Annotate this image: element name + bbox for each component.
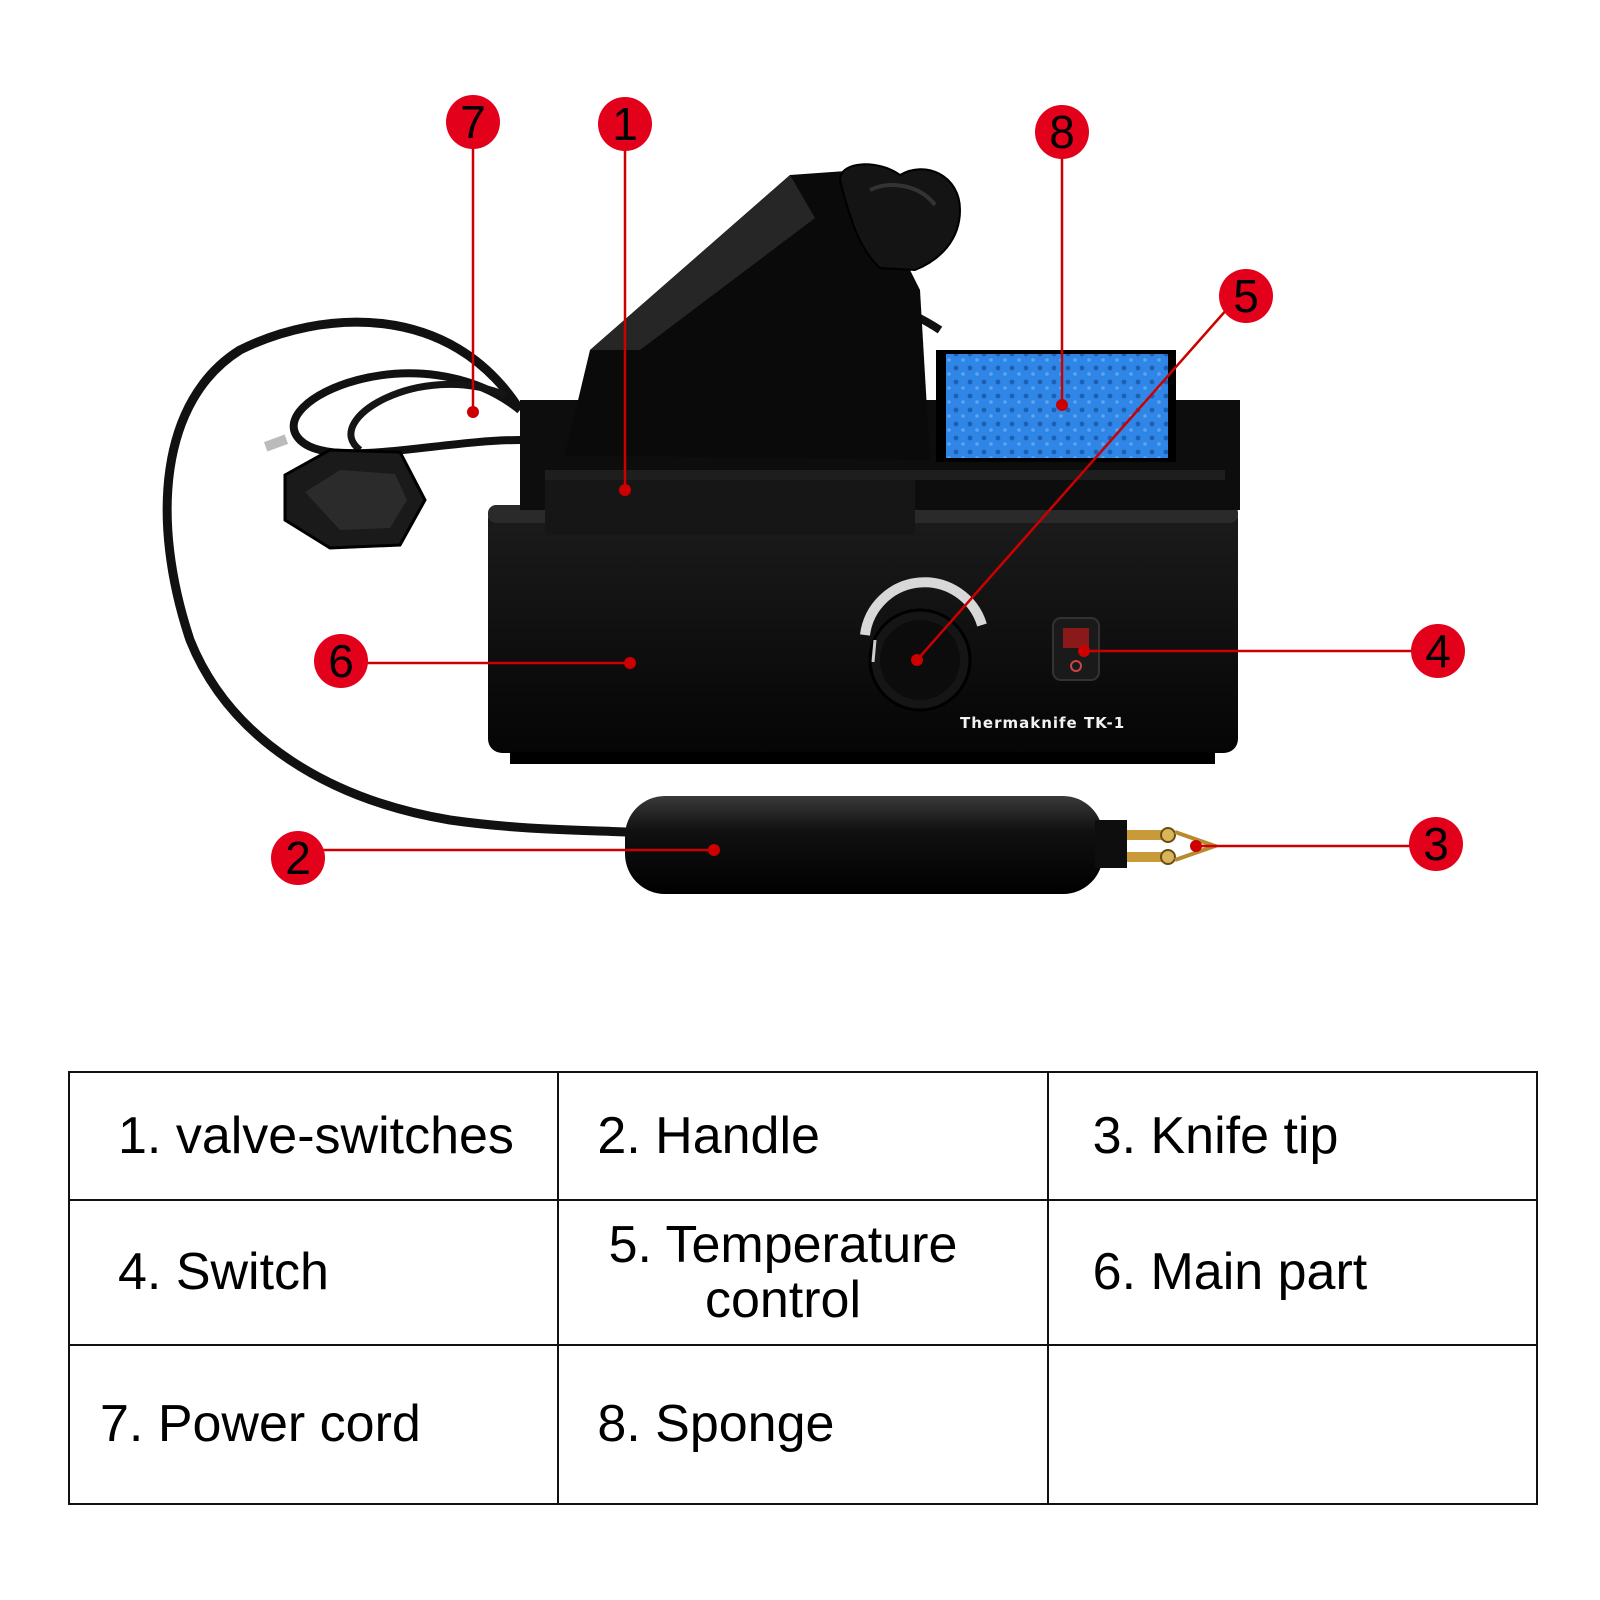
legend-cell: 5. Temperature control: [557, 1199, 1049, 1346]
leader-dots: [467, 399, 1202, 856]
legend-cell: [1046, 1344, 1539, 1505]
leader-dot-2: [708, 844, 720, 856]
knife-handle: [625, 796, 1127, 894]
marker-1-number: 1: [612, 98, 638, 150]
marker-2: 2: [271, 831, 325, 885]
product-diagram: Thermaknife TK-1 1 2: [162, 95, 1465, 894]
legend-cell: 7. Power cord: [67, 1344, 560, 1505]
marker-4: 4: [1411, 624, 1465, 678]
marker-5-number: 5: [1233, 270, 1259, 322]
leader-dot-6: [624, 657, 636, 669]
valve-switches-holder: [565, 163, 962, 460]
legend-cell: 2. Handle: [557, 1071, 1049, 1201]
legend-cell: 6. Main part: [1046, 1199, 1539, 1346]
marker-2-number: 2: [285, 832, 311, 884]
marker-3: 3: [1409, 817, 1463, 871]
legend-row: 4. Switch 5. Temperature control 6. Main…: [67, 1199, 1539, 1346]
marker-5: 5: [1219, 269, 1273, 323]
power-plug: [263, 434, 427, 550]
marker-3-number: 3: [1423, 818, 1449, 870]
marker-7: 7: [446, 95, 500, 149]
marker-8-number: 8: [1049, 106, 1075, 158]
marker-6-number: 6: [328, 635, 354, 687]
leader-dot-3: [1190, 840, 1202, 852]
leader-line-5: [916, 307, 1229, 661]
legend-cell: 8. Sponge: [557, 1344, 1049, 1505]
leader-dot-7: [467, 406, 479, 418]
sponge: [936, 350, 1176, 462]
leader-dot-4: [1078, 645, 1090, 657]
marker-7-number: 7: [460, 96, 486, 148]
marker-6: 6: [314, 634, 368, 688]
parts-legend-table: 1. valve-switches 2. Handle 3. Knife tip…: [67, 1071, 1539, 1505]
brand-label: Thermaknife TK-1: [960, 714, 1125, 732]
legend-row: 1. valve-switches 2. Handle 3. Knife tip: [67, 1071, 1539, 1201]
leader-lines: [300, 148, 1418, 852]
legend-row: 7. Power cord 8. Sponge: [67, 1344, 1539, 1505]
marker-8: 8: [1035, 105, 1089, 159]
leader-dot-8: [1056, 399, 1068, 411]
marker-4-number: 4: [1425, 625, 1451, 677]
legend-cell: 3. Knife tip: [1046, 1071, 1539, 1201]
legend-cell: 1. valve-switches: [67, 1071, 560, 1201]
legend-cell: 4. Switch: [67, 1199, 560, 1346]
leader-dot-5: [911, 654, 923, 666]
marker-1: 1: [598, 97, 652, 151]
power-rocker-switch[interactable]: [1052, 617, 1100, 681]
leader-dot-1: [619, 484, 631, 496]
